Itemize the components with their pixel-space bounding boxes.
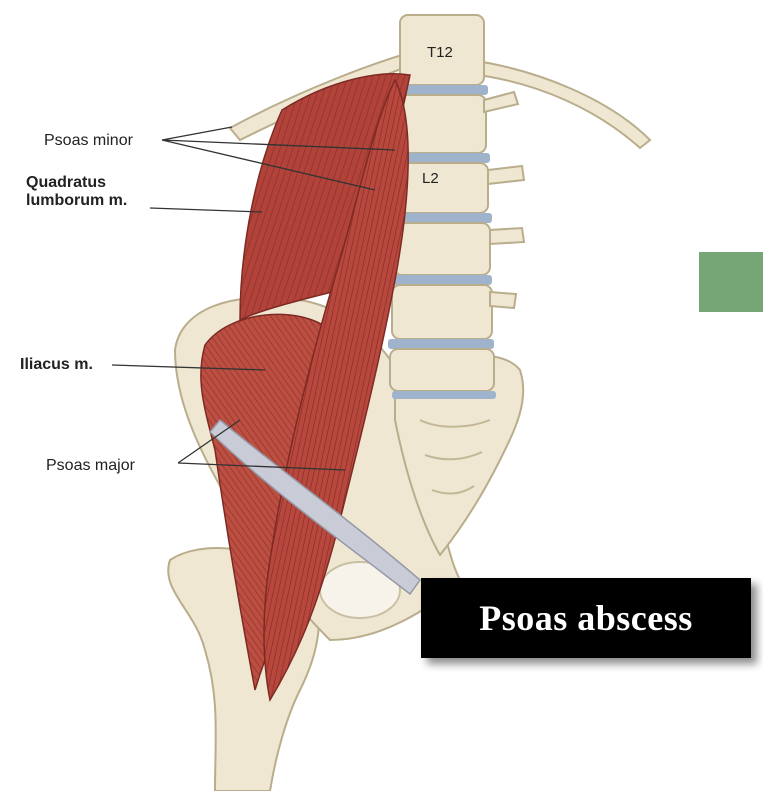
label-quadratus-lumborum: Quadratus lumborum m. [26, 174, 156, 210]
vertebra-label-l2: L2 [422, 170, 439, 188]
label-iliacus: Iliacus m. [20, 356, 93, 374]
accent-square [699, 252, 763, 312]
caption-text: Psoas abscess [479, 597, 693, 639]
caption-box: Psoas abscess [421, 578, 751, 658]
vertebra-label-t12: T12 [427, 44, 453, 62]
label-psoas-major: Psoas major [46, 457, 135, 475]
label-psoas-minor: Psoas minor [44, 132, 133, 150]
